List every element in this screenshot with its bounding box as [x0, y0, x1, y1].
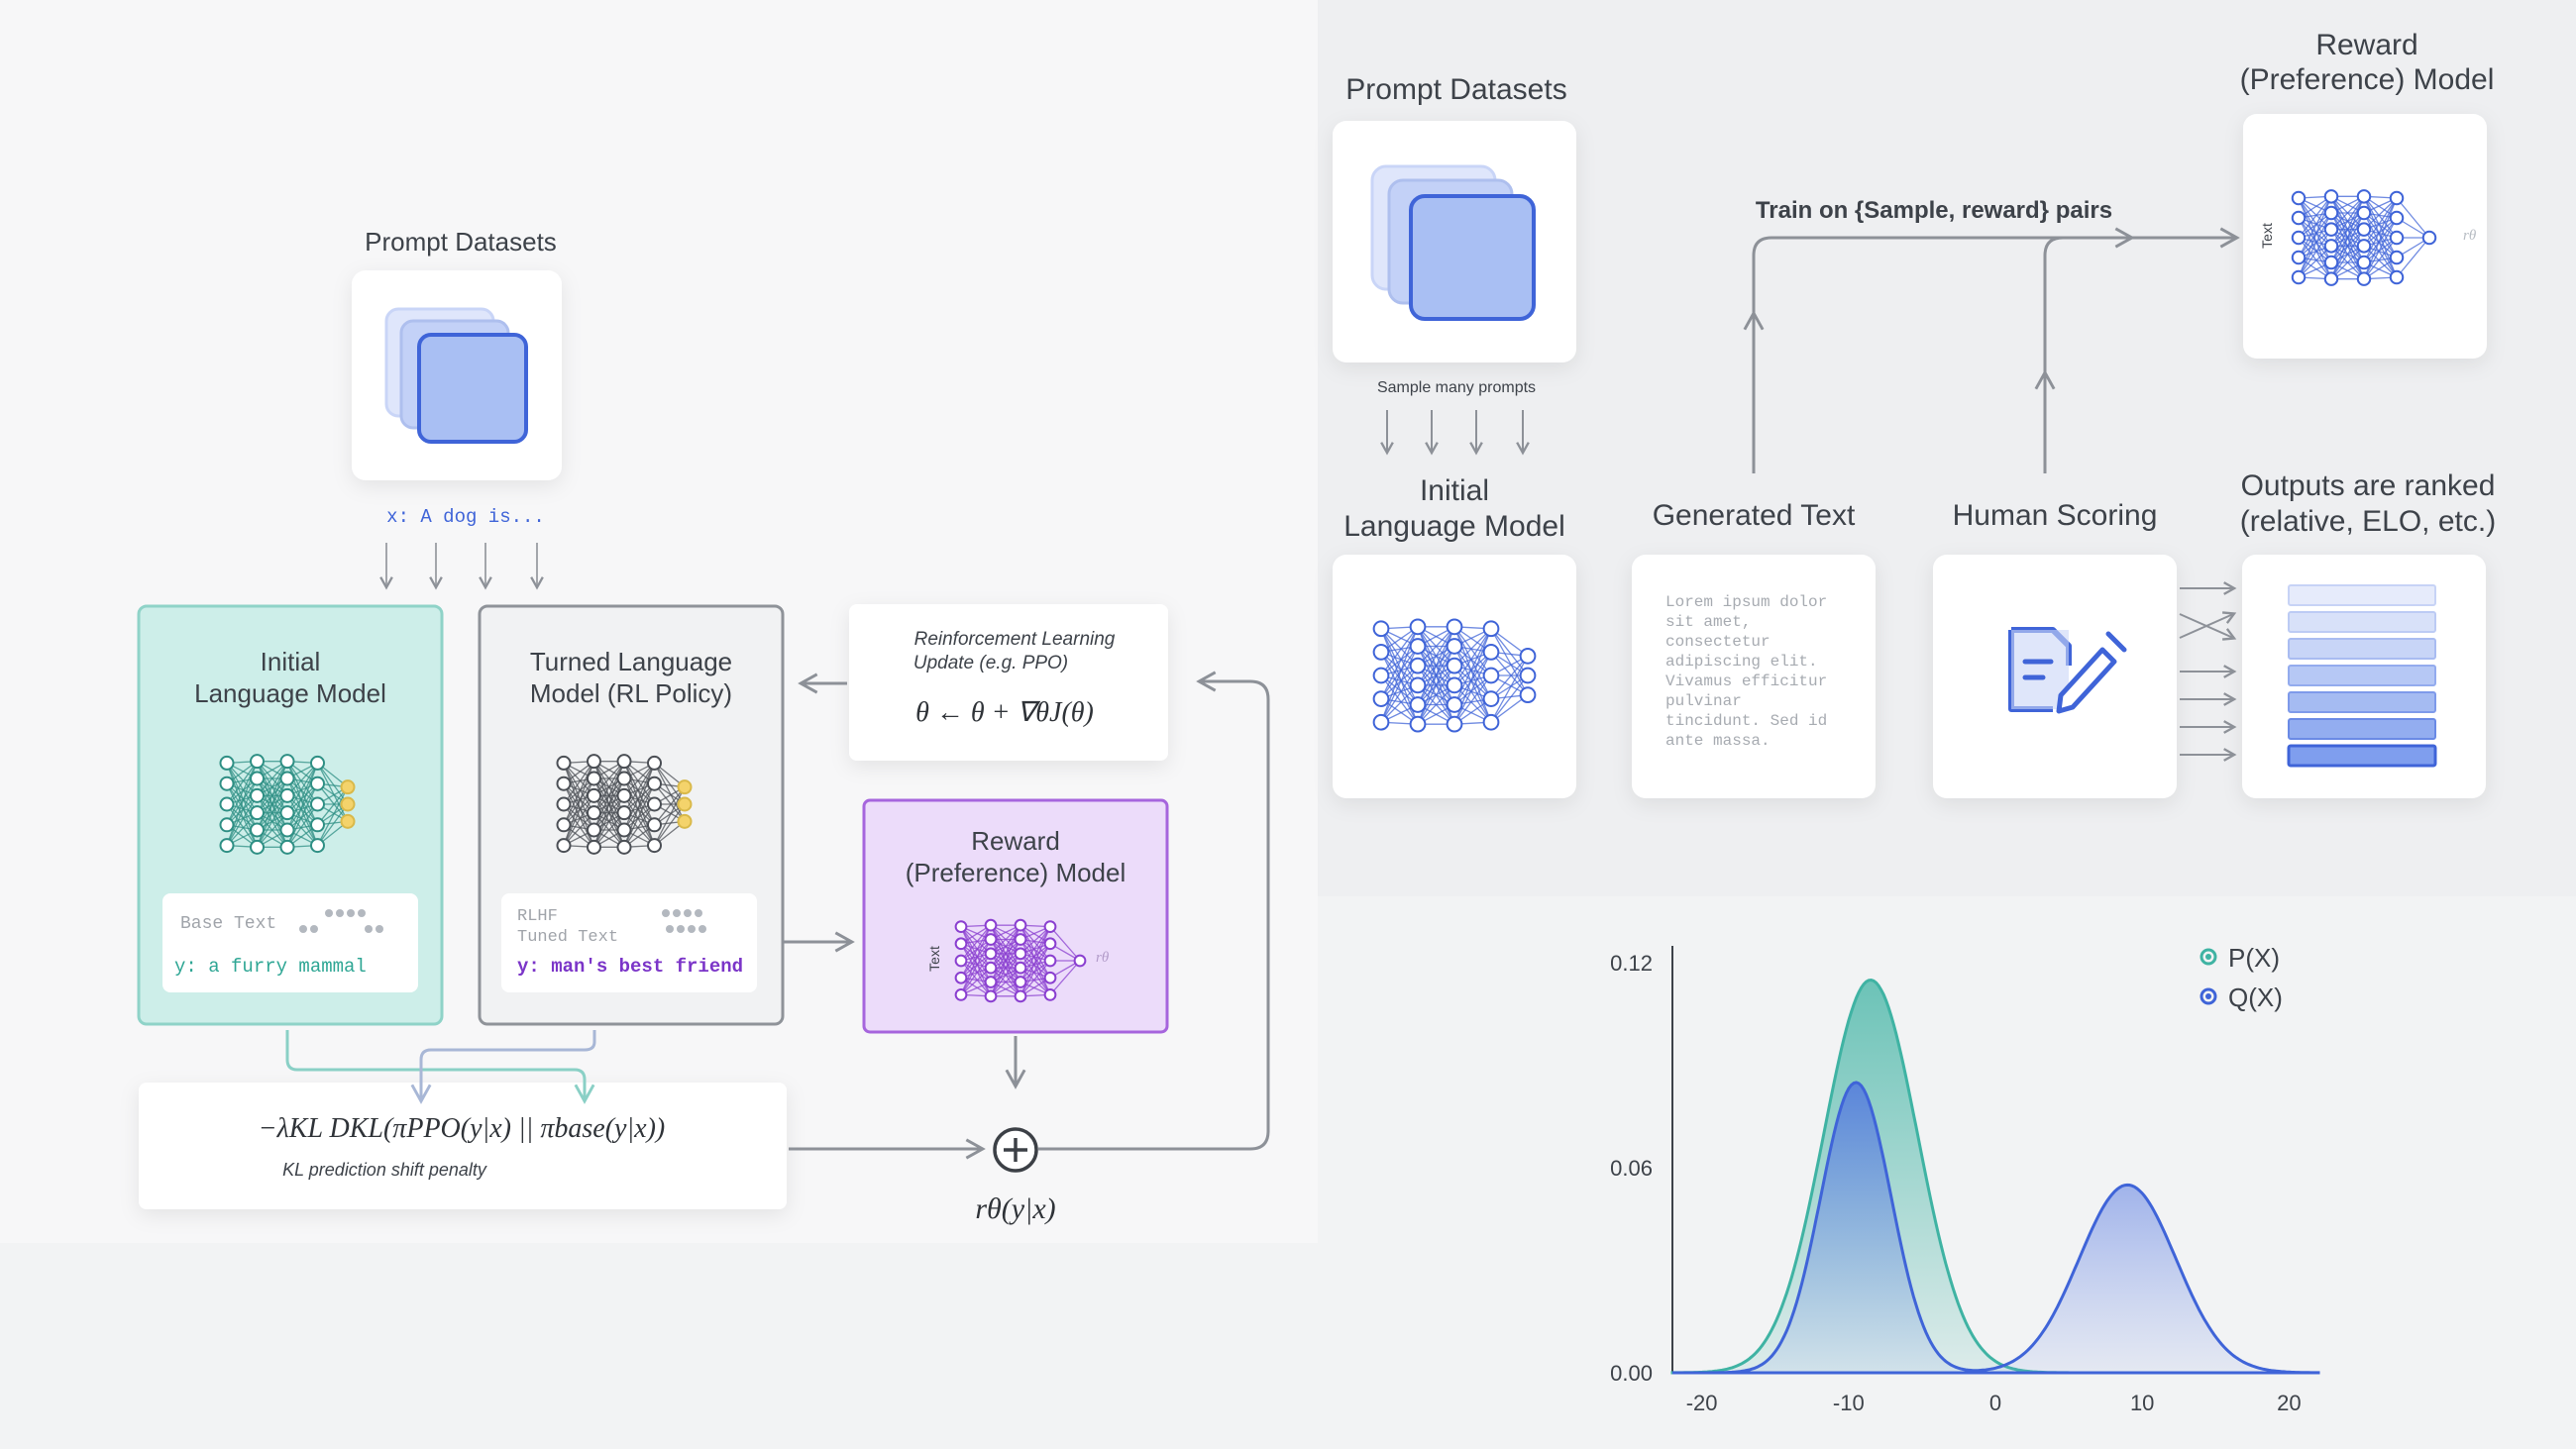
y-tick-label: 0.00	[1610, 1361, 1653, 1386]
neural-network-icon	[1372, 618, 1537, 733]
generated-line: consectetur	[1665, 633, 1771, 651]
left-reward-title-2: (Preference) Model	[906, 858, 1127, 887]
ranked-title-2: (relative, ELO, etc.)	[2240, 505, 2496, 538]
edit-document-icon	[2008, 627, 2127, 714]
right-prompt-dataset-card	[1333, 121, 1576, 362]
ranked-title-1: Outputs are ranked	[2241, 469, 2496, 502]
generated-title: Generated Text	[1653, 499, 1856, 532]
y-tick-label: 0.12	[1610, 951, 1653, 976]
right-reward-title-2: (Preference) Model	[2240, 63, 2495, 96]
generated-text-card: Lorem ipsum dolor sit amet, consectetur …	[1632, 555, 1876, 798]
tuned-lm-text-label-1: RLHF	[517, 907, 558, 926]
x-tick-label: 20	[2277, 1391, 2301, 1415]
reward-output-label: rθ(y|x)	[975, 1192, 1055, 1225]
left-prompt-dataset-card	[352, 270, 562, 480]
sample-caption: Sample many prompts	[1377, 379, 1536, 396]
neural-network-icon	[556, 754, 693, 855]
tuned-lm-title-1: Turned Language	[530, 647, 732, 676]
arrow-policy-to-kl	[410, 1030, 596, 1104]
right-reward-output-tag: rθ	[2463, 228, 2477, 244]
train-label: Train on {Sample, reward} pairs	[1756, 197, 2112, 224]
sum-node-icon	[993, 1127, 1038, 1173]
token-dots	[299, 909, 383, 933]
neural-network-icon	[954, 918, 1087, 1003]
token-dots	[662, 909, 706, 933]
rl-update-title-1: Reinforcement Learning	[914, 629, 1116, 650]
generated-line: adipiscing elit.	[1665, 653, 1818, 671]
initial-lm-card: Initial Language Model Base Text y: a fu…	[137, 604, 444, 1026]
left-reward-title-1: Reward	[971, 826, 1060, 856]
ranked-outputs-card	[2242, 555, 2486, 798]
rl-update-formula: θ ← θ + ∇θJ(θ)	[915, 697, 1094, 728]
generated-line: sit amet,	[1665, 613, 1751, 631]
generated-line: tincidunt. Sed id	[1665, 712, 1827, 730]
initial-lm-text-label: Base Text	[180, 914, 276, 934]
left-prompt-arrows	[386, 543, 537, 586]
distribution-chart: 0.00 0.06 0.12 -20 -10 0 10 20 P(X) Q(X)	[1610, 943, 2320, 1415]
legend: P(X) Q(X)	[2200, 943, 2283, 1012]
human-scoring-title: Human Scoring	[1953, 499, 2158, 532]
sample-arrows	[1387, 410, 1523, 452]
generated-line: Vivamus efficitur	[1665, 673, 1827, 690]
arrow-scoring-to-reward	[2043, 227, 2135, 473]
generated-line: ante massa.	[1665, 732, 1771, 750]
series-q-area	[1672, 1081, 2320, 1375]
rl-update-card: Reinforcement Learning Update (e.g. PPO)…	[849, 604, 1168, 761]
right-initial-lm-card	[1333, 555, 1576, 798]
y-tick-label: 0.06	[1610, 1156, 1653, 1181]
arrow-initial-to-kl	[285, 1030, 595, 1104]
ranking-arrows	[2179, 588, 2233, 755]
right-reward-text-tag: Text	[2259, 223, 2275, 249]
x-tick-label: 10	[2130, 1391, 2154, 1415]
left-reward-text-tag: Text	[926, 946, 942, 972]
tuned-lm-text-value: y: man's best friend	[517, 956, 743, 978]
initial-lm-title-1: Initial	[261, 647, 321, 676]
legend-label-q: Q(X)	[2228, 983, 2283, 1012]
left-reward-model-card: Reward (Preference) Model Text rθ	[862, 798, 1169, 1034]
tuned-lm-text-label-2: Tuned Text	[517, 928, 618, 947]
legend-marker-p-icon	[2200, 948, 2217, 966]
neural-network-icon	[2291, 189, 2437, 286]
x-tick-label: -10	[1833, 1391, 1865, 1415]
arrow-generated-to-reward	[1752, 227, 2240, 473]
neural-network-icon	[219, 754, 356, 855]
kl-caption: KL prediction shift penalty	[282, 1160, 487, 1180]
right-reward-title-1: Reward	[2315, 29, 2417, 61]
legend-item-p: P(X)	[2200, 943, 2280, 973]
left-prompt-sample: x: A dog is...	[386, 506, 545, 528]
generated-line: Lorem ipsum dolor	[1665, 593, 1827, 611]
x-tick-label: 0	[1989, 1391, 2001, 1415]
right-initial-title-2: Language Model	[1343, 510, 1565, 543]
legend-marker-q-icon	[2200, 987, 2217, 1005]
tuned-lm-title-2: Model (RL Policy)	[530, 678, 732, 708]
left-prompt-title: Prompt Datasets	[365, 227, 557, 257]
generated-body: Lorem ipsum dolor sit amet, consectetur …	[1665, 593, 1837, 750]
initial-lm-title-2: Language Model	[194, 678, 386, 708]
right-reward-model-card: Text rθ	[2243, 114, 2487, 359]
legend-label-p: P(X)	[2228, 943, 2280, 973]
x-tick-label: -20	[1686, 1391, 1718, 1415]
arrow-sum-to-update	[1038, 671, 1270, 1151]
legend-item-q: Q(X)	[2200, 983, 2283, 1012]
tuned-lm-card: Turned Language Model (RL Policy) RLHF T…	[478, 604, 785, 1026]
right-initial-title-1: Initial	[1420, 474, 1489, 507]
kl-penalty-card: −λKL DKL(πPPO(y|x) || πbase(y|x)) KL pre…	[139, 1083, 787, 1209]
rl-update-title-2: Update (e.g. PPO)	[913, 653, 1068, 673]
right-prompt-title: Prompt Datasets	[1345, 73, 1566, 106]
human-scoring-card	[1933, 555, 2177, 798]
initial-lm-text-value: y: a furry mammal	[174, 956, 367, 978]
generated-line: pulvinar	[1665, 692, 1742, 710]
left-reward-output-tag: rθ	[1096, 950, 1110, 966]
kl-formula: −λKL DKL(πPPO(y|x) || πbase(y|x))	[259, 1113, 665, 1144]
